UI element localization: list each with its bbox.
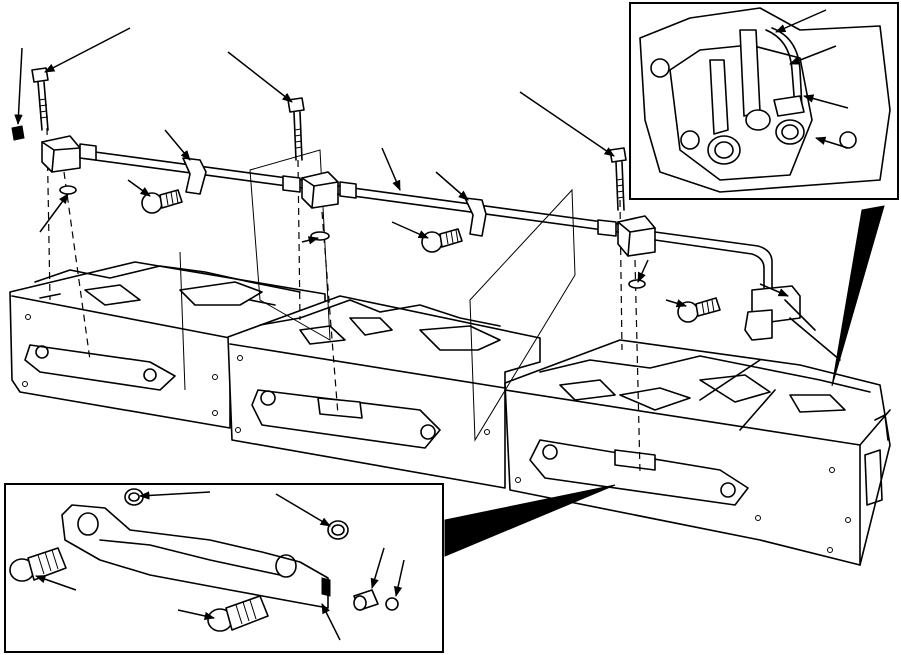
- cylinder-head-3: [505, 340, 890, 565]
- cylinder-head-2: [228, 296, 540, 488]
- assembly-centerlines: [47, 128, 640, 472]
- capscrew-2: [422, 229, 462, 252]
- capscrew-1: [142, 190, 182, 213]
- capscrew-3: [678, 298, 720, 322]
- bolt-left: [12, 68, 48, 140]
- inset-top-pointer: [832, 206, 884, 386]
- rocker-bracket-detail-inset: [5, 484, 443, 652]
- bolt-right: [610, 148, 626, 210]
- callout-arrows: [14, 28, 789, 308]
- cylinder-head-1: [10, 262, 325, 428]
- plug: [354, 590, 378, 610]
- valve-detail-inset: [630, 3, 898, 199]
- bolt-center: [288, 98, 304, 160]
- capscrews: [142, 190, 720, 322]
- inset-bottom-pointer: [445, 485, 615, 556]
- rocker-bolt-left: [10, 548, 66, 581]
